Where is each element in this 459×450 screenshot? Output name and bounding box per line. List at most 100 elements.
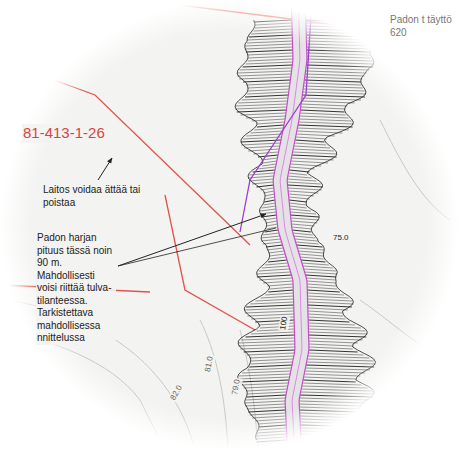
slope-hatch (307, 293, 344, 295)
slope-hatch (245, 95, 288, 97)
slope-hatch (293, 149, 334, 151)
slope-hatch (290, 167, 315, 169)
slope-hatch (248, 89, 289, 91)
slope-hatch (308, 317, 345, 319)
slope-hatch (300, 116, 349, 118)
terrain-contour (380, 120, 450, 220)
slope-hatch (307, 362, 376, 364)
slope-hatch (257, 440, 287, 442)
slope-hatch (288, 194, 313, 196)
slope-hatch (304, 377, 357, 379)
slope-hatch (302, 386, 368, 388)
slope-hatch (292, 227, 312, 229)
slope-hatch (308, 323, 355, 325)
slope-hatch (259, 278, 292, 280)
dam-toe (306, 20, 376, 440)
slope-hatch (238, 377, 290, 379)
slope-hatch (289, 197, 310, 199)
parcel-id: 81-413-1-26 (22, 124, 106, 143)
slope-hatch (244, 350, 295, 352)
slope-hatch (301, 392, 375, 394)
slope-hatch (290, 206, 307, 208)
terrain-contour (360, 300, 450, 360)
slope-hatch (268, 260, 287, 262)
slope-hatch (304, 374, 360, 376)
slope-hatch (291, 221, 317, 223)
slope-hatch (265, 197, 275, 199)
slope-hatch (252, 416, 285, 418)
slope-hatch (257, 272, 291, 274)
slope-hatch (303, 92, 366, 94)
slope-hatch (238, 101, 287, 103)
slope-hatch (251, 32, 292, 34)
slope-hatch (306, 41, 375, 43)
slope-hatch (246, 335, 295, 337)
slope-hatch (301, 389, 372, 391)
slope-hatch (305, 368, 370, 370)
slope-hatch (246, 134, 282, 136)
slope-hatch (255, 23, 292, 25)
slope-hatch (257, 125, 284, 127)
slope-hatch (306, 68, 369, 70)
slope-hatch (302, 383, 361, 385)
slope-hatch (254, 20, 292, 22)
slope-hatch (308, 353, 363, 355)
slope-hatch (255, 299, 293, 301)
slope-hatch (239, 380, 289, 382)
slope-hatch (297, 128, 348, 130)
slope-hatch (258, 422, 286, 424)
map-note: Padon t täyttö 620 (390, 14, 452, 39)
slope-hatch (309, 335, 367, 337)
terrain-contour (0, 330, 165, 450)
slope-hatch (307, 47, 372, 49)
slope-hatch (305, 371, 365, 373)
slope-hatch (299, 398, 369, 400)
slope-hatch (244, 146, 280, 148)
slope-hatch (294, 236, 315, 238)
slope-hatch (258, 431, 287, 433)
slope-hatch (248, 59, 293, 61)
slope-hatch (259, 269, 290, 271)
slope-hatch (262, 206, 276, 208)
slope-hatch (250, 302, 293, 304)
slope-hatch (239, 374, 290, 376)
slope-hatch (246, 398, 286, 400)
slope-hatch (263, 233, 279, 235)
slope-hatch (309, 338, 363, 340)
slope-hatch (266, 221, 277, 223)
slope-hatch (258, 155, 278, 157)
contour-label: 82.0 (168, 383, 185, 403)
slope-hatch (265, 263, 288, 265)
slope-hatch (309, 341, 358, 343)
slope-hatch (260, 212, 277, 214)
slope-hatch (264, 203, 276, 205)
slope-hatch (309, 350, 358, 352)
slope-hatch (238, 71, 292, 73)
slope-hatch (259, 428, 287, 430)
slope-hatch (261, 239, 281, 241)
slope-hatch (237, 110, 287, 112)
slope-hatch (289, 200, 307, 202)
slope-hatch (299, 401, 365, 403)
slope-hatch (294, 146, 330, 148)
slope-hatch (251, 359, 293, 361)
slope-hatch (301, 440, 362, 442)
slope-hatch (262, 164, 276, 166)
slope-hatch (266, 245, 282, 247)
slope-hatch (304, 269, 336, 271)
property-boundary (165, 195, 255, 330)
slope-hatch (297, 245, 323, 247)
slope-hatch (306, 32, 371, 34)
slope-hatch (235, 107, 287, 109)
slope-hatch (288, 188, 322, 190)
slope-hatch (246, 116, 286, 118)
slope-hatch (308, 302, 354, 304)
slope-hatch (300, 413, 361, 415)
slope-hatch (242, 98, 288, 100)
slope-hatch (291, 215, 319, 217)
leader-line (118, 228, 276, 266)
slope-hatch (247, 407, 286, 409)
